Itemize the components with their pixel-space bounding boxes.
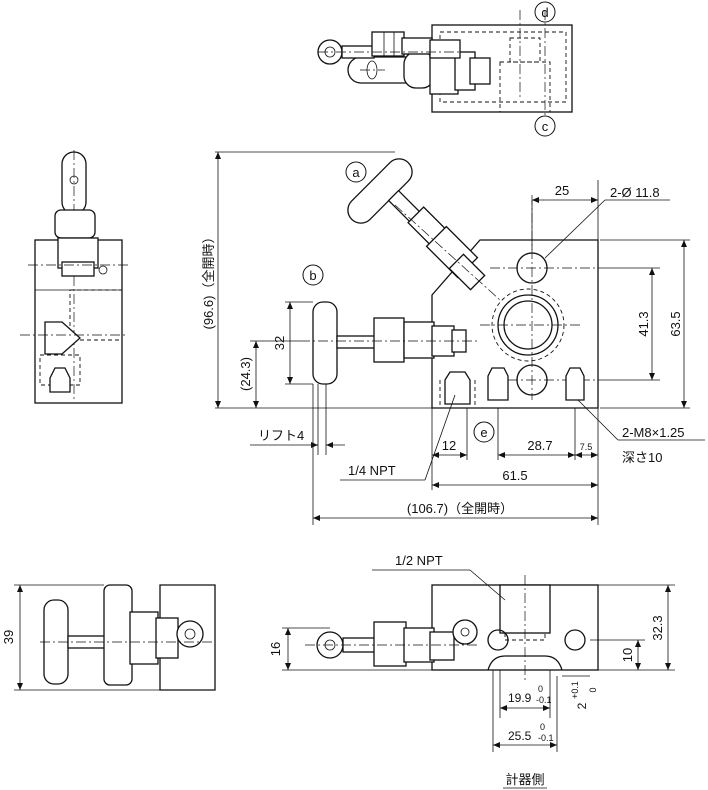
- svg-text:d: d: [541, 5, 548, 20]
- svg-text:計器側: 計器側: [505, 772, 544, 787]
- svg-text:25: 25: [555, 183, 569, 198]
- bottom-right-view: 1/2 NPT 16 32.3 10 19.9 0 -0.1 2 +0.1 0 …: [268, 553, 675, 789]
- svg-text:c: c: [542, 119, 549, 134]
- svg-text:41.3: 41.3: [636, 311, 651, 336]
- svg-text:32: 32: [272, 336, 287, 350]
- svg-text:-0.1: -0.1: [536, 695, 552, 705]
- svg-text:-0.1: -0.1: [538, 733, 554, 743]
- svg-text:2-Ø 11.8: 2-Ø 11.8: [610, 185, 660, 200]
- svg-text:28.7: 28.7: [527, 438, 552, 453]
- front-dimensions: 25 2-Ø 11.8 41.3 63.5 (96.6)（全開時） 32 (24…: [201, 151, 705, 525]
- svg-text:25.5: 25.5: [508, 729, 532, 743]
- svg-text:(106.7)（全開時）: (106.7)（全開時）: [407, 501, 513, 516]
- svg-text:39: 39: [1, 630, 16, 644]
- callout-c: c: [534, 115, 556, 137]
- svg-text:e: e: [480, 425, 487, 440]
- svg-text:10: 10: [620, 648, 635, 662]
- callout-b: b: [302, 264, 324, 286]
- svg-text:12: 12: [442, 438, 456, 453]
- front-view: [300, 158, 600, 409]
- svg-text:2-M8×1.25: 2-M8×1.25: [622, 425, 685, 440]
- svg-text:32.3: 32.3: [650, 615, 665, 640]
- svg-text:(24.3): (24.3): [238, 357, 253, 391]
- svg-text:0: 0: [540, 722, 545, 732]
- svg-text:2: 2: [575, 702, 589, 709]
- svg-text:リフト4: リフト4: [258, 428, 304, 443]
- svg-text:b: b: [309, 268, 316, 283]
- svg-text:a: a: [352, 165, 360, 180]
- svg-text:0: 0: [588, 687, 598, 692]
- bottom-left-view: 39: [1, 584, 216, 691]
- left-side-view: [20, 150, 130, 404]
- svg-text:1/2 NPT: 1/2 NPT: [395, 553, 443, 568]
- svg-text:0: 0: [538, 684, 543, 694]
- svg-text:7.5: 7.5: [580, 442, 593, 452]
- svg-text:61.5: 61.5: [502, 468, 527, 483]
- svg-text:(96.6)（全開時）: (96.6)（全開時）: [201, 231, 216, 330]
- callout-e: e: [473, 421, 495, 443]
- svg-text:19.9: 19.9: [508, 691, 532, 705]
- svg-text:63.5: 63.5: [668, 311, 683, 336]
- top-view: [317, 10, 573, 118]
- svg-text:1/4 NPT: 1/4 NPT: [348, 463, 396, 478]
- callout-d: d: [534, 1, 556, 23]
- callout-a: a: [345, 161, 367, 183]
- svg-text:深さ10: 深さ10: [622, 450, 662, 465]
- svg-text:+0.1: +0.1: [570, 681, 580, 699]
- svg-text:16: 16: [268, 642, 283, 656]
